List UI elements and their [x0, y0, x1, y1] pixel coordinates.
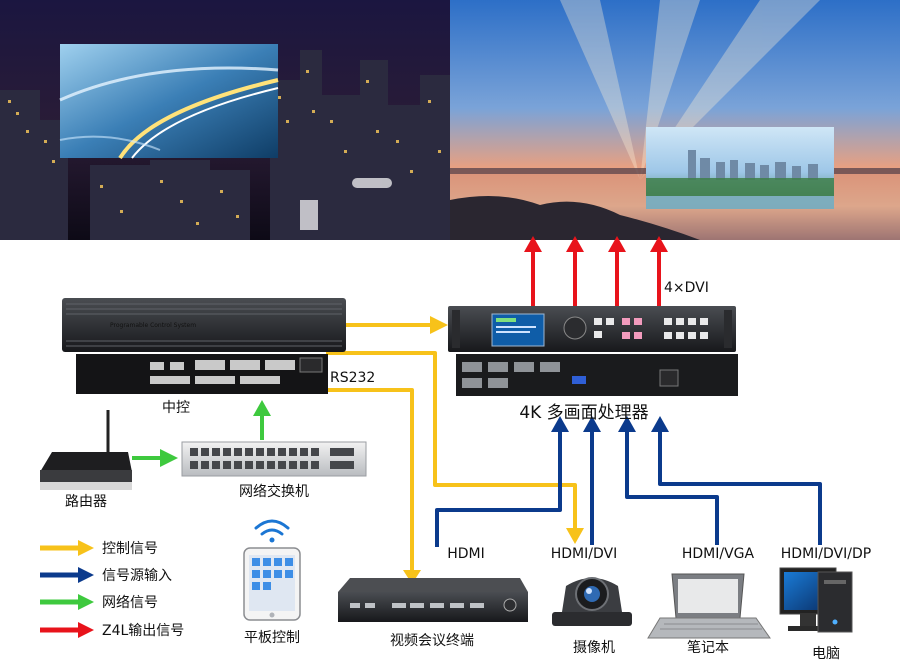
legend: 控制信号 信号源输入 网络信号 Z4L输出信号 — [40, 540, 184, 639]
night-city-screen — [0, 0, 450, 240]
rs232-label: RS232 — [330, 370, 375, 386]
pc-label: 电脑 — [812, 646, 840, 662]
legend-label-output: Z4L输出信号 — [102, 623, 184, 639]
switch-label: 网络交换机 — [239, 483, 309, 500]
control-arrowheads — [403, 316, 584, 584]
conference-terminal-label: 视频会议终端 — [390, 633, 474, 649]
router-label: 路由器 — [65, 494, 107, 510]
port-label-hdmi-vga: HDMI/VGA — [682, 546, 755, 562]
sunset-lake-screen — [450, 0, 900, 240]
port-label-hdmi-dvi: HDMI/DVI — [551, 546, 617, 562]
legend-label-network: 网络信号 — [102, 595, 158, 611]
processor-label: 4K 多画面处理器 — [519, 403, 648, 423]
legend-item-source: 信号源输入 — [40, 567, 172, 584]
source-signal-lines — [435, 430, 822, 547]
central-controller-device: Programable Control System — [62, 298, 346, 394]
legend-item-network: 网络信号 — [40, 594, 158, 611]
wifi-icon — [254, 519, 290, 543]
tablet-label: 平板控制 — [244, 630, 300, 646]
camera-label: 摄像机 — [573, 640, 615, 656]
bridge-inset-image — [59, 44, 279, 160]
legend-label-control: 控制信号 — [102, 541, 158, 557]
output-port-label: 4×DVI — [664, 280, 709, 296]
laptop-label: 笔记本 — [687, 640, 729, 656]
tablet-device — [243, 547, 301, 621]
control-signal-lines — [326, 323, 577, 572]
network-signal-lines — [132, 400, 271, 467]
source-arrowheads — [551, 416, 669, 432]
pc-device — [779, 567, 853, 633]
legend-item-control: 控制信号 — [40, 540, 158, 557]
network-switch-device — [181, 441, 367, 477]
router-device — [40, 410, 132, 490]
city-inset-image — [646, 127, 834, 209]
port-label-hdmi: HDMI — [447, 546, 485, 562]
conference-terminal-device — [338, 578, 528, 622]
controller-panel-text: Programable Control System — [110, 322, 196, 329]
laptop-device — [647, 573, 771, 639]
central-control-label: 中控 — [162, 400, 190, 416]
processor-device — [448, 306, 738, 396]
legend-item-output: Z4L输出信号 — [40, 622, 184, 639]
camera-device — [552, 577, 632, 626]
legend-label-source: 信号源输入 — [102, 568, 172, 584]
port-label-hdmi-dvi-dp: HDMI/DVI/DP — [781, 546, 871, 562]
output-signal-lines — [524, 236, 668, 306]
